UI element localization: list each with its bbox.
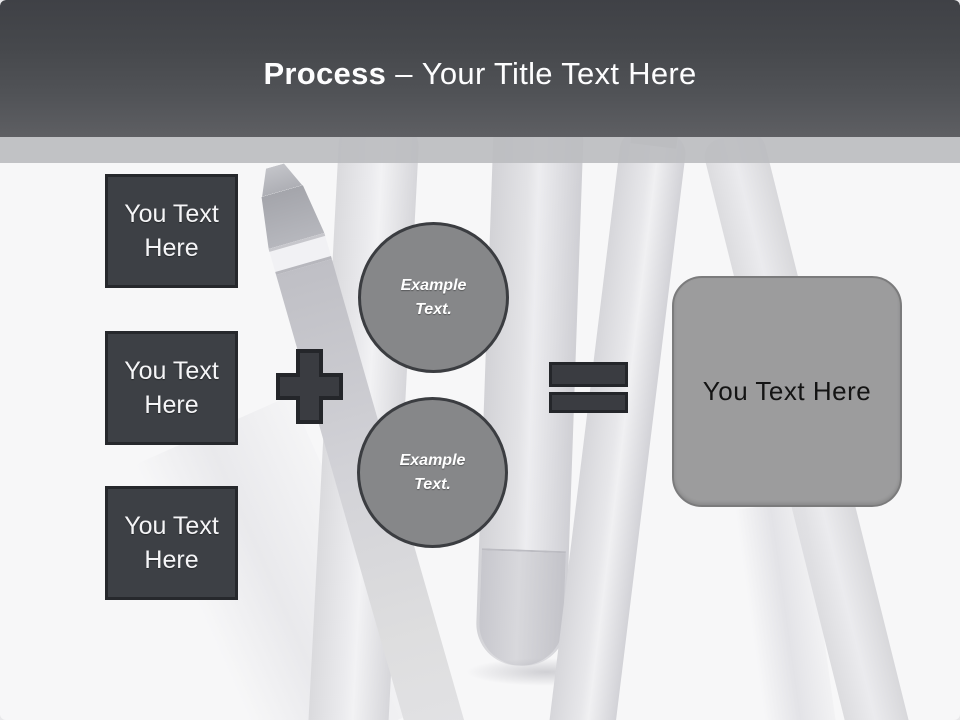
equals-icon[interactable] — [549, 362, 628, 413]
header-divider-band — [0, 137, 960, 163]
result-box[interactable]: You Text Here — [672, 276, 902, 507]
example-circle-2-label: Example Text. — [399, 451, 466, 493]
marker-cap — [477, 548, 566, 668]
slide-header: Process–Your Title Text Here — [0, 0, 960, 137]
equals-top-bar — [549, 362, 628, 387]
input-box-3[interactable]: You Text Here — [105, 486, 238, 600]
example-circle-1-label: Example Text. — [400, 276, 467, 318]
plus-icon[interactable] — [276, 349, 343, 424]
title-emphasis: Process — [263, 55, 387, 91]
example-circle-2[interactable]: Example Text. — [357, 397, 508, 548]
slide-title: Process–Your Title Text Here — [263, 46, 696, 92]
result-box-label: You Text Here — [702, 376, 872, 406]
input-box-2-label: You Text Here — [124, 356, 219, 420]
example-circle-1[interactable]: Example Text. — [358, 222, 509, 373]
equals-bottom-bar — [549, 392, 628, 413]
input-box-2[interactable]: You Text Here — [105, 331, 238, 445]
input-box-3-label: You Text Here — [124, 511, 219, 575]
input-box-1-label: You Text Here — [124, 199, 219, 263]
title-separator: – — [395, 55, 413, 91]
input-box-1[interactable]: You Text Here — [105, 174, 238, 288]
title-rest: Your Title Text Here — [421, 55, 697, 91]
